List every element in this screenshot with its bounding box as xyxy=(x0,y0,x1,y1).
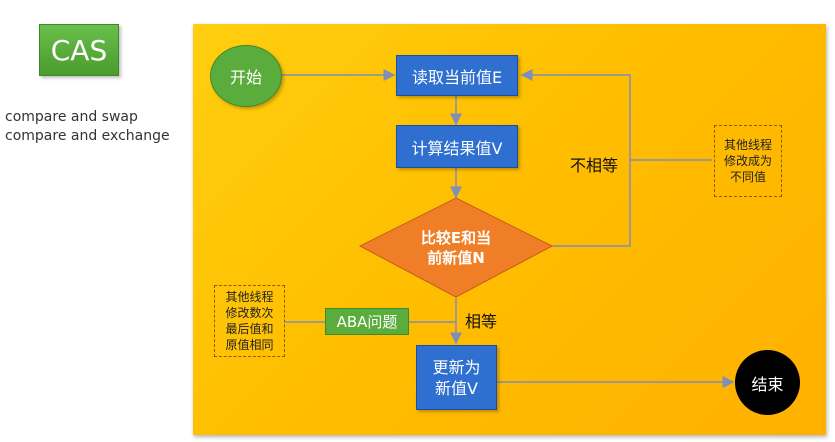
note-right-line-1: 其他线程 xyxy=(723,138,772,152)
note-left-line-2: 修改数次 xyxy=(225,306,274,320)
cas-description: compare and swap compare and exchange xyxy=(5,108,170,146)
note-same-value: 其他线程 修改数次 最后值和 原值相同 xyxy=(214,285,285,357)
compute-result-box: 计算结果值V xyxy=(396,125,518,168)
note-left-line-4: 原值相同 xyxy=(225,338,274,352)
note-right-line-2: 修改成为 xyxy=(723,154,772,168)
note-left-line-3: 最后值和 xyxy=(225,322,274,336)
desc-line-2: compare and exchange xyxy=(5,128,170,144)
note-left-line-1: 其他线程 xyxy=(225,290,274,304)
not-equal-label: 不相等 xyxy=(570,156,619,175)
update-line-1: 更新为 xyxy=(432,357,481,377)
desc-line-1: compare and swap xyxy=(5,109,138,125)
update-value-box: 更新为 新值V xyxy=(416,345,497,410)
start-node: 开始 xyxy=(210,45,282,107)
update-line-2: 新值V xyxy=(435,378,478,398)
compare-line-1: 比较E和当 xyxy=(420,229,492,247)
end-node: 结束 xyxy=(735,350,800,415)
cas-badge: CAS xyxy=(39,24,119,76)
note-right-line-3: 不同值 xyxy=(729,170,766,184)
read-current-value-box: 读取当前值E xyxy=(396,55,518,96)
compare-line-2: 前新值N xyxy=(427,249,485,267)
equal-label: 相等 xyxy=(465,312,498,331)
compare-label: 比较E和当 前新值N xyxy=(396,228,516,268)
note-different-value: 其他线程 修改成为 不同值 xyxy=(714,125,782,197)
compare-diamond xyxy=(358,197,554,298)
aba-problem-box: ABA问题 xyxy=(325,308,409,335)
